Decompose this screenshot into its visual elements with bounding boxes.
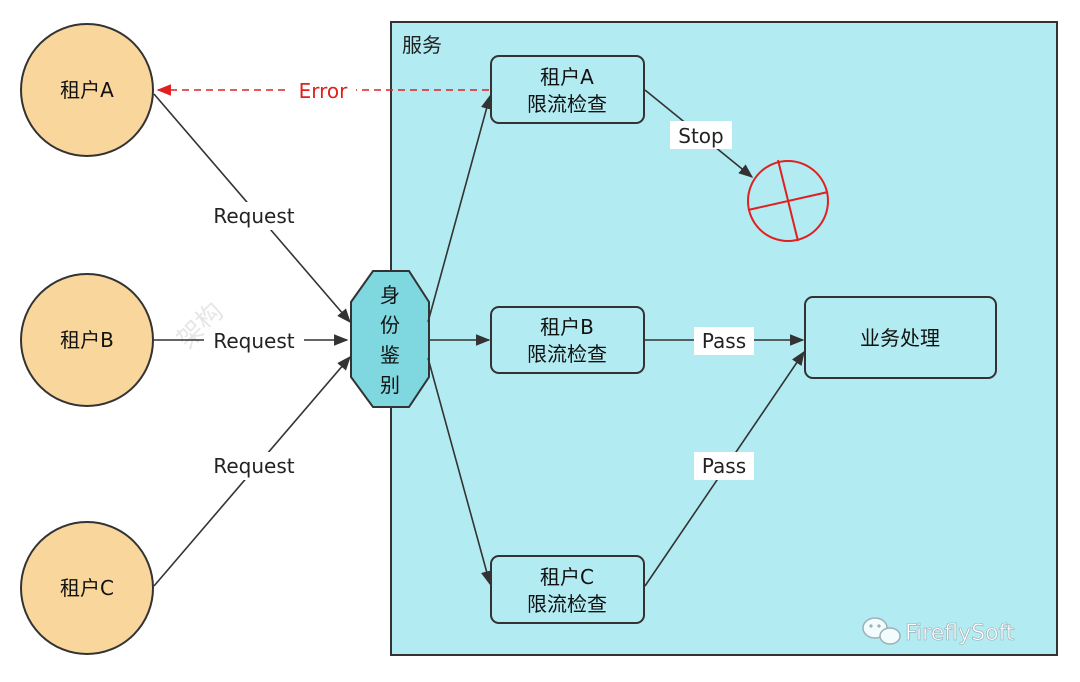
check-b-node: 租户B 限流检查 [490, 306, 645, 374]
check-a-line2: 限流检查 [527, 92, 607, 116]
request-c-label: Request [213, 454, 294, 478]
brand-watermark-text: FireflySoft [905, 621, 1015, 646]
stop-label: Stop [678, 124, 723, 148]
tenant-a-node: 租户A [20, 23, 154, 157]
stop-icon [747, 159, 829, 242]
check-a-line1: 租户A [540, 65, 594, 89]
error-label: Error [299, 79, 349, 103]
service-title: 服务 [402, 33, 442, 57]
error-label-bg [290, 77, 356, 103]
check-b-line1: 租户B [540, 315, 594, 339]
pass-b-label-bg [694, 327, 754, 355]
auth-char-2: 份 [380, 313, 400, 337]
business-node: 业务处理 [804, 296, 997, 379]
pass-b-label: Pass [702, 329, 746, 353]
request-a-label-bg [204, 202, 304, 230]
check-a-node: 租户A 限流检查 [490, 55, 645, 124]
tenant-c-label: 租户C [60, 576, 114, 600]
auth-to-check-a-edge [427, 94, 493, 323]
request-c-label-bg [204, 452, 304, 480]
wechat-icon [862, 617, 901, 645]
auth-char-1: 身 [380, 283, 400, 307]
stop-label-bg [670, 121, 732, 149]
auth-char-3: 鉴 [380, 343, 400, 367]
tenant-b-label: 租户B [60, 328, 114, 352]
business-label: 业务处理 [860, 326, 940, 350]
brand-watermark: FireflySoft [862, 617, 1015, 646]
auth-to-check-c-edge [427, 357, 493, 586]
tenant-b-node: 租户B [20, 273, 154, 407]
pass-c-label-bg [694, 452, 754, 480]
request-b-label: Request [213, 329, 294, 353]
pass-c-label: Pass [702, 454, 746, 478]
auth-char-4: 别 [380, 373, 400, 397]
tenant-c-node: 租户C [20, 521, 154, 655]
request-b-label-bg [204, 327, 304, 355]
check-c-line1: 租户C [540, 565, 594, 589]
tenant-a-label: 租户A [60, 78, 114, 102]
check-c-node: 租户C 限流检查 [490, 555, 645, 624]
check-c-line2: 限流检查 [527, 592, 607, 616]
check-b-line2: 限流检查 [527, 342, 607, 366]
auth-node: 身 份 鉴 别 [350, 270, 430, 408]
request-a-label: Request [213, 204, 294, 228]
